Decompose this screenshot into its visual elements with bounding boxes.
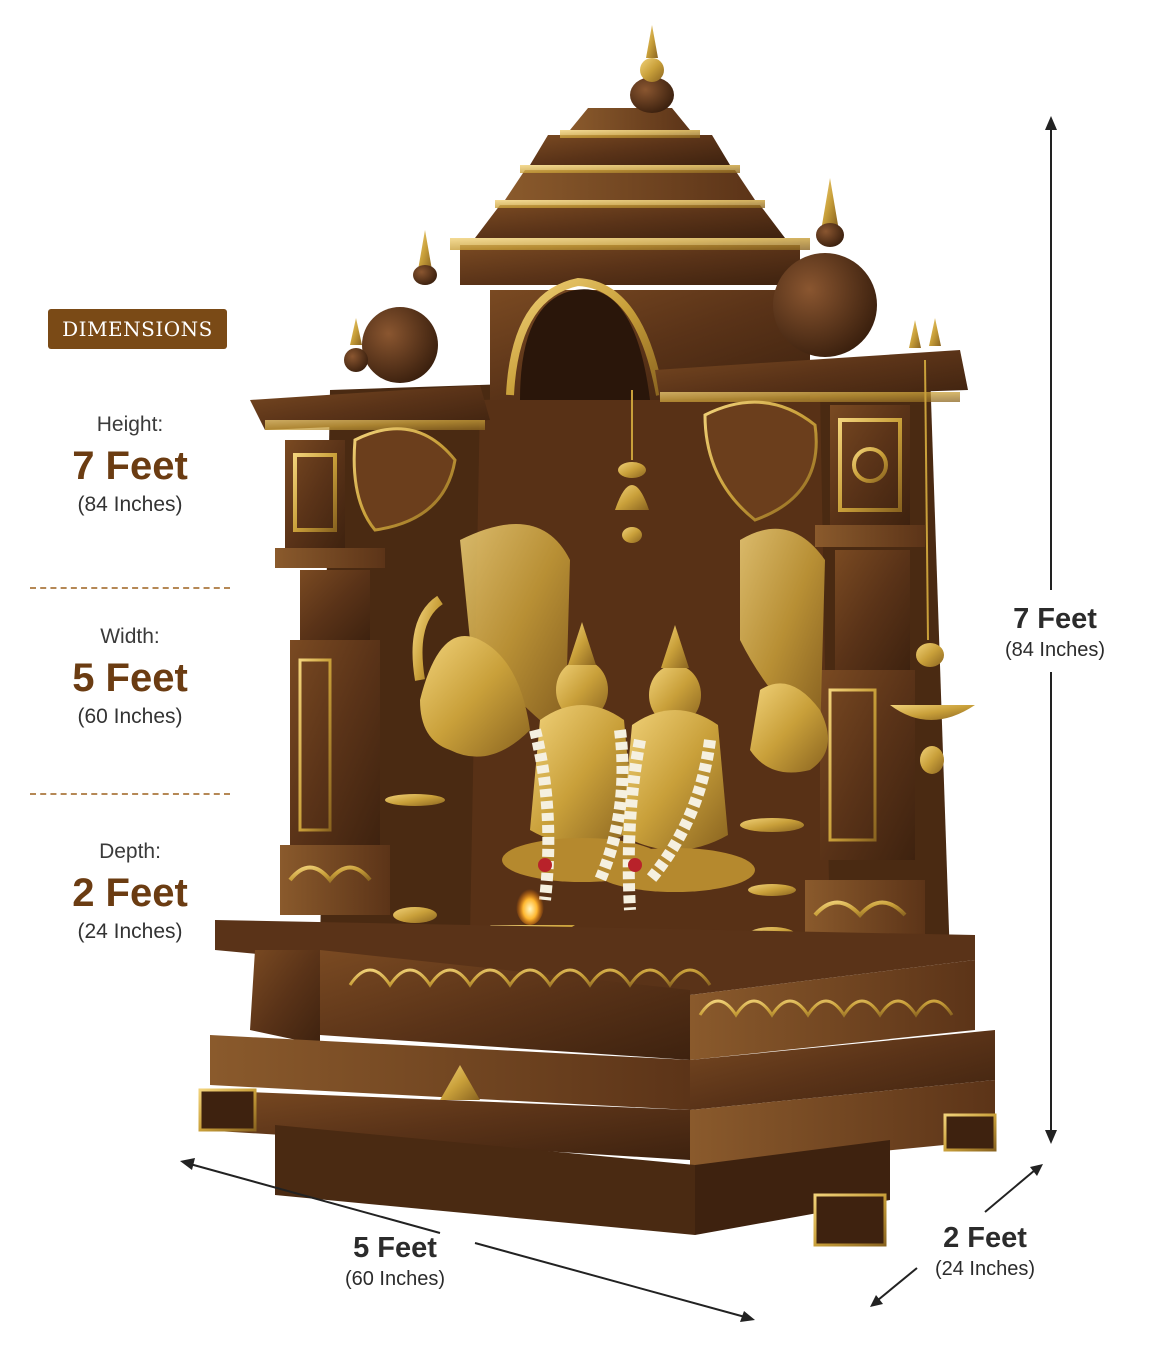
height-label: Height: — [96, 413, 164, 436]
width-arrow-label: 5 Feet (60 Inches) — [320, 1232, 470, 1291]
width-arrow-inches: (60 Inches) — [344, 1268, 446, 1290]
divider — [30, 793, 230, 795]
hanging-bell — [615, 390, 649, 543]
divider — [30, 587, 230, 589]
right-pillar — [805, 405, 925, 950]
width-dimension: Width: 5 Feet (60 Inches) — [20, 625, 240, 729]
height-arrow — [1045, 116, 1057, 1144]
depth-arrow-label: 2 Feet (24 Inches) — [915, 1222, 1055, 1281]
dimensions-badge: DIMENSIONS — [48, 309, 227, 349]
width-arrow-value: 5 Feet — [353, 1232, 437, 1264]
left-peacock — [412, 524, 570, 757]
height-arrow-inches: (84 Inches) — [1004, 639, 1106, 661]
width-arrow — [180, 1158, 755, 1322]
right-dome — [773, 178, 941, 357]
depth-value: 2 Feet — [72, 871, 188, 915]
depth-arrow-inches: (24 Inches) — [934, 1258, 1036, 1280]
left-dome — [344, 230, 438, 383]
width-inches: (60 Inches) — [77, 705, 183, 728]
height-dimension: Height: 7 Feet (84 Inches) — [20, 413, 240, 517]
central-roof — [450, 25, 810, 285]
right-peacock — [740, 528, 828, 773]
height-inches: (84 Inches) — [77, 493, 183, 516]
depth-arrow-value: 2 Feet — [943, 1222, 1027, 1254]
width-label: Width: — [100, 625, 160, 648]
depth-arrow — [870, 1164, 1043, 1307]
depth-label: Depth: — [99, 840, 161, 863]
height-value: 7 Feet — [72, 444, 188, 488]
hanging-lamp — [890, 359, 975, 774]
left-pillar — [275, 440, 390, 915]
depth-inches: (24 Inches) — [77, 920, 183, 943]
height-arrow-value: 7 Feet — [1013, 603, 1097, 635]
deity-figures — [502, 622, 755, 911]
depth-dimension: Depth: 2 Feet (24 Inches) — [20, 840, 240, 944]
height-arrow-label: 7 Feet (84 Inches) — [985, 603, 1125, 662]
temple-base — [198, 920, 997, 1247]
width-value: 5 Feet — [72, 656, 188, 700]
